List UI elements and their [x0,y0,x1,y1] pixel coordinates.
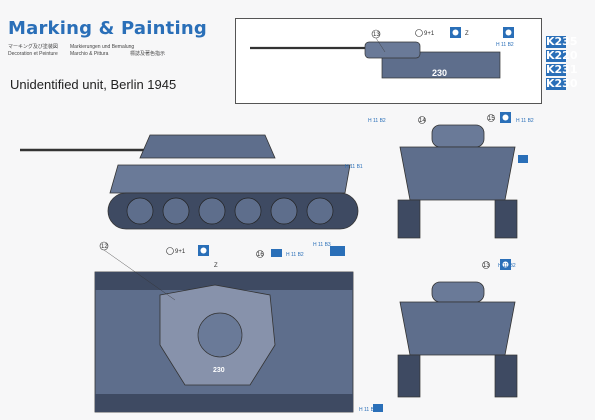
front-view-tank: 14 15 H 11 B2 H 11 B2 [368,112,534,239]
subtitle-jp: マーキング及び塗装図 [8,44,58,50]
z-bottom: Z [214,263,218,269]
hull-number-top: 230 [432,68,447,78]
left-side-tank: H 11 B3 H 11 B1 [20,134,363,256]
h11b2-front-right: H 11 B2 [516,118,534,124]
unit-caption: Unidentified unit, Berlin 1945 [10,77,177,92]
subtitle-de: Markierungen und Bemalung [70,44,135,50]
callout-12: 12 [101,244,108,250]
subtitle-cn: 標誌及著色指示 [130,51,166,57]
h11b2-front-left: H 11 B2 [368,118,386,124]
h11b3-left: H 11 B3 [313,242,331,248]
h11b3-rear: H 11 B3 [359,407,377,413]
hull-number-deck: 230 [213,367,225,374]
callout-9-1-top: 9+1 [424,31,435,37]
top-down-tank: 230 12 9+1 Z 16 H 11 B2 [94,241,354,413]
callout-13-top: 13 [373,32,380,38]
callout-15: 15 [488,116,495,122]
callout-16: 16 [257,252,264,258]
h11b1-left: H 11 B1 [345,164,363,170]
h11b2-bottom: H 11 B2 [286,252,304,258]
callout-9-1-bottom: 9+1 [175,249,186,255]
subtitle-it: Marchio & Pittura [70,51,109,57]
callout-13-rear: 13 [483,263,490,269]
subtitle-fr: Decoration et Peinture [8,51,58,57]
rear-view-tank: 13 H 11 B2 H 11 B3 [359,259,518,413]
page-title: Marking & Painting [8,18,207,39]
side-view-tank: 230 13 9+1 Z H 11 B2 [250,27,514,79]
callout-14: 14 [419,118,426,124]
z-top: Z [465,31,469,37]
h11b2-rear: H 11 B2 [498,263,516,269]
h11b2-top: H 11 B2 [496,42,514,48]
